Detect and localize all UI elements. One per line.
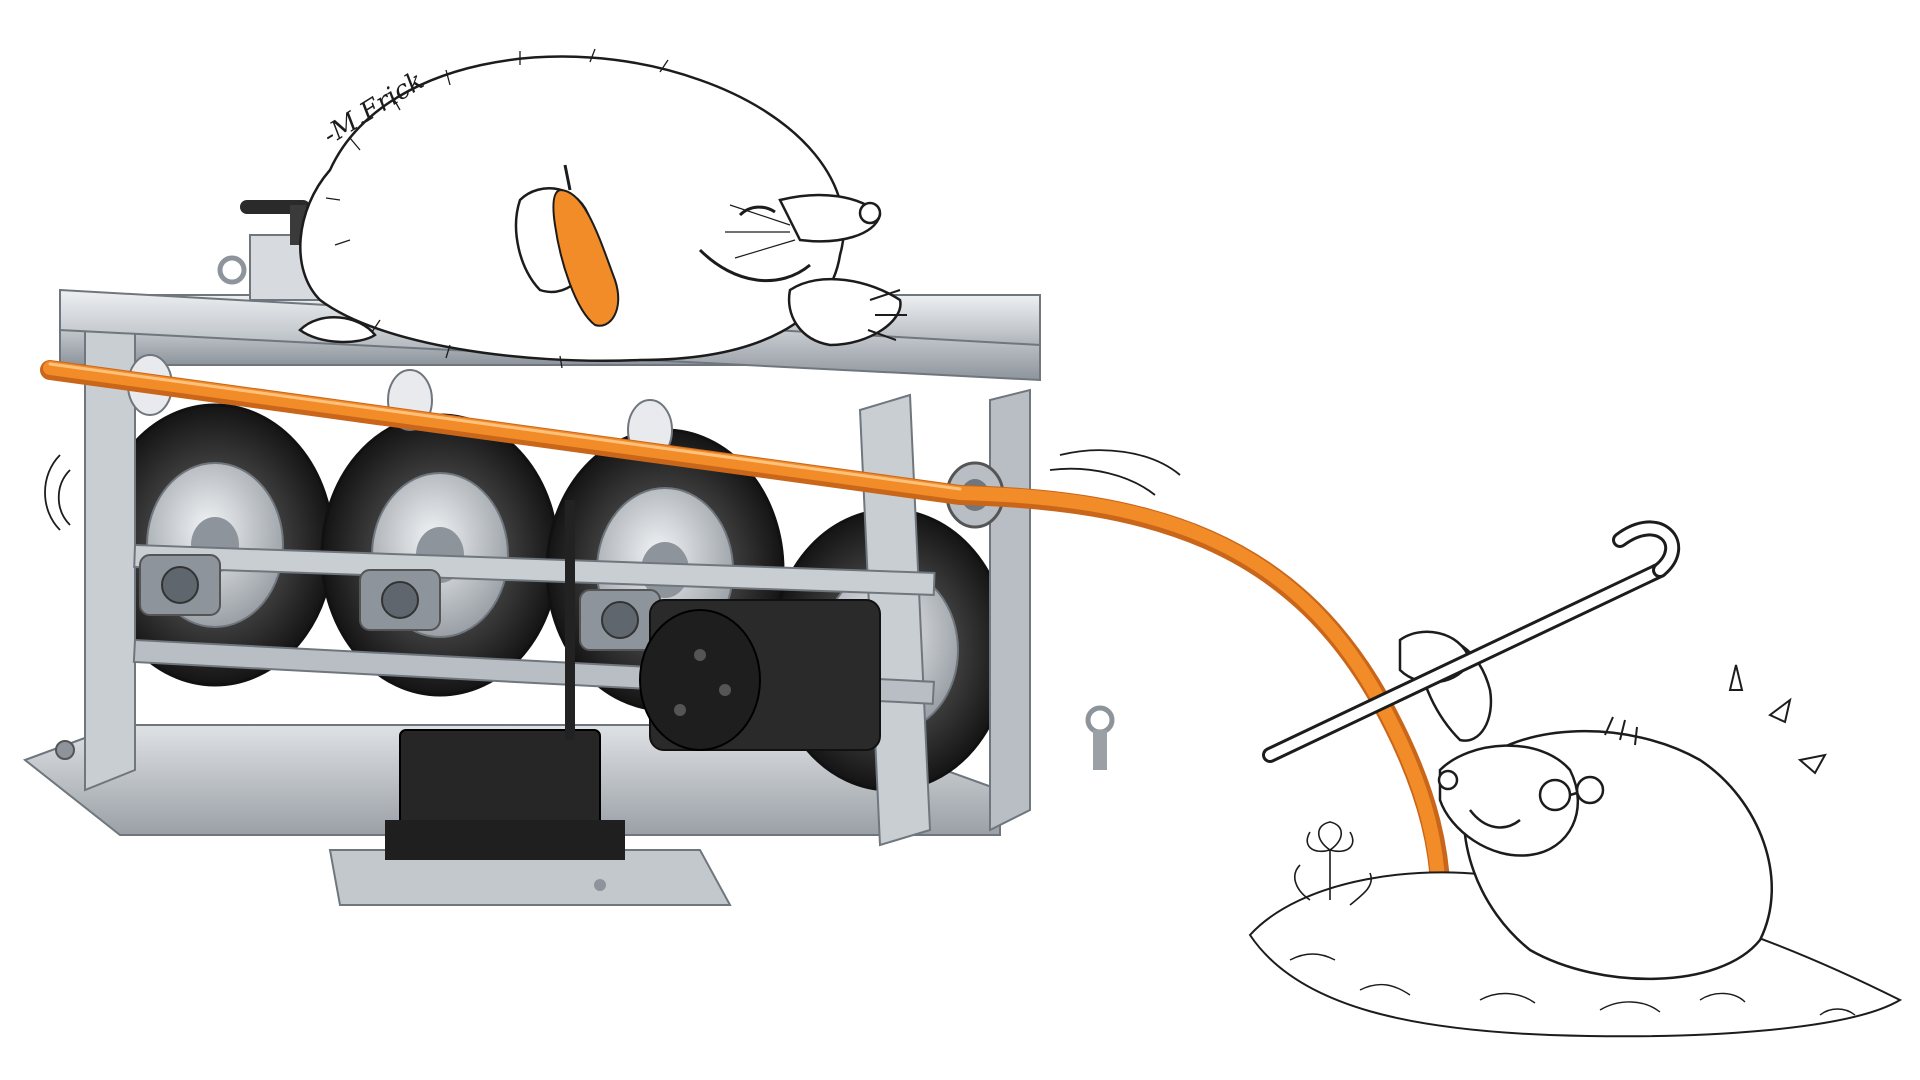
frame-side-plate-right <box>989 388 1031 832</box>
motion-lines <box>44 449 1181 531</box>
eye-bolt <box>1085 705 1115 735</box>
held-cable-end <box>552 188 620 327</box>
mole-whiskers <box>725 204 796 259</box>
base-bolt-hole <box>594 879 606 891</box>
mole-back-paw <box>298 316 377 344</box>
bearing <box>139 554 221 616</box>
crowbar <box>1262 520 1681 763</box>
mole-head-lower <box>1438 744 1580 857</box>
motion-marks <box>1604 664 1827 775</box>
mole-fur-strokes <box>325 48 669 369</box>
mole-nose <box>858 201 882 225</box>
mole-in-dirt <box>1262 520 1827 981</box>
valve-lever <box>565 500 575 740</box>
frame-side-plate-left <box>84 329 136 792</box>
control-valve <box>385 500 625 860</box>
mole-smile <box>698 248 811 283</box>
flower-icon <box>1294 821 1372 906</box>
mole-nose-lower <box>1437 769 1459 791</box>
mole-front-paw <box>787 277 902 347</box>
hydraulic-motor <box>639 599 881 751</box>
base-bolt-hole <box>55 740 75 760</box>
bearing <box>579 589 661 651</box>
mole-mouth-lower <box>1469 809 1521 829</box>
mole-on-machine: -M.Frick <box>298 48 907 369</box>
glasses-icon <box>1538 775 1605 812</box>
mole-eye-closed <box>738 205 776 217</box>
frame-cross-bar <box>133 543 936 596</box>
eye-bolt <box>217 255 247 285</box>
bearing <box>359 569 441 631</box>
orange-cable <box>40 360 1451 940</box>
mole-paw-claws <box>867 289 907 341</box>
